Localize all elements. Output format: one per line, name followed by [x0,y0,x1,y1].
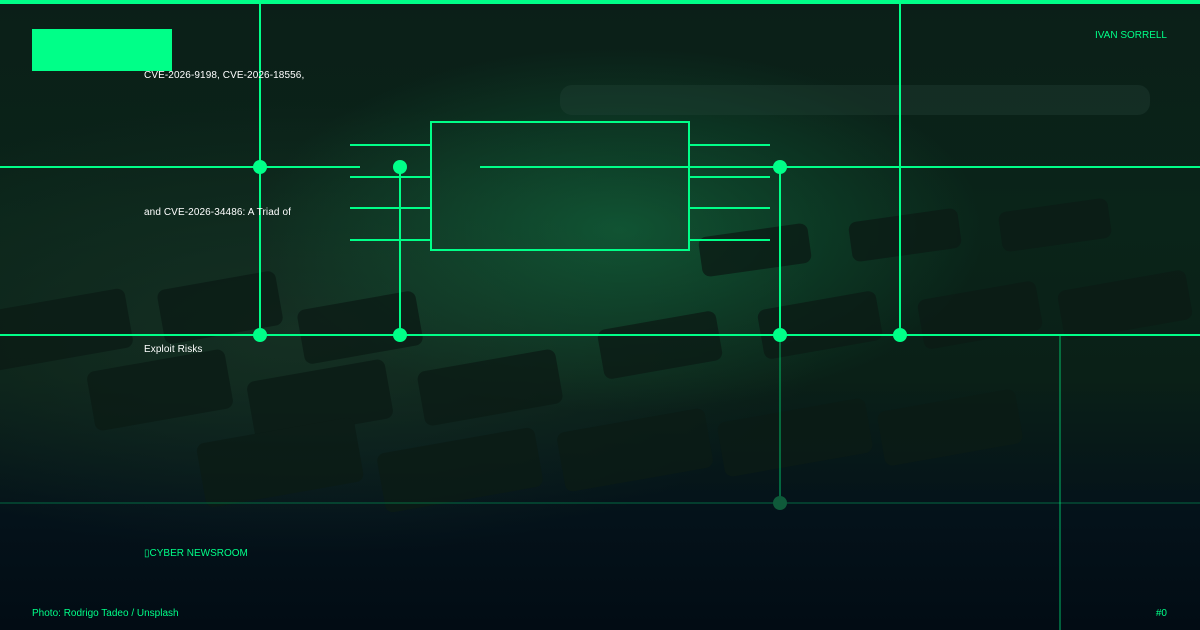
circuit-node [393,160,407,174]
circuit-node-faded [773,496,787,510]
chip-outline [430,121,690,251]
circuit-node [393,328,407,342]
section-tag: ▯CYBER NEWSROOM [144,548,248,559]
circuit-node [773,328,787,342]
author-name: IVAN SORRELL [1094,30,1167,41]
circuit-node [253,160,267,174]
circuit-node [773,160,787,174]
chip-pins-right [689,144,770,241]
chip-pins-left [350,144,431,241]
top-accent-bar [0,0,1200,4]
headline-line-1: CVE-2026-9198, CVE-2026-18556, [144,70,305,81]
circuit-node [893,328,907,342]
logo-block [32,29,172,71]
headline-line-2: and CVE-2026-34486: A Triad of [144,207,291,218]
photo-credit: Photo: Rodrigo Tadeo / Unsplash [32,608,179,619]
headline-line-3: Exploit Risks [144,344,203,355]
circuit-node [253,328,267,342]
issue-number: #0 [1155,608,1167,619]
